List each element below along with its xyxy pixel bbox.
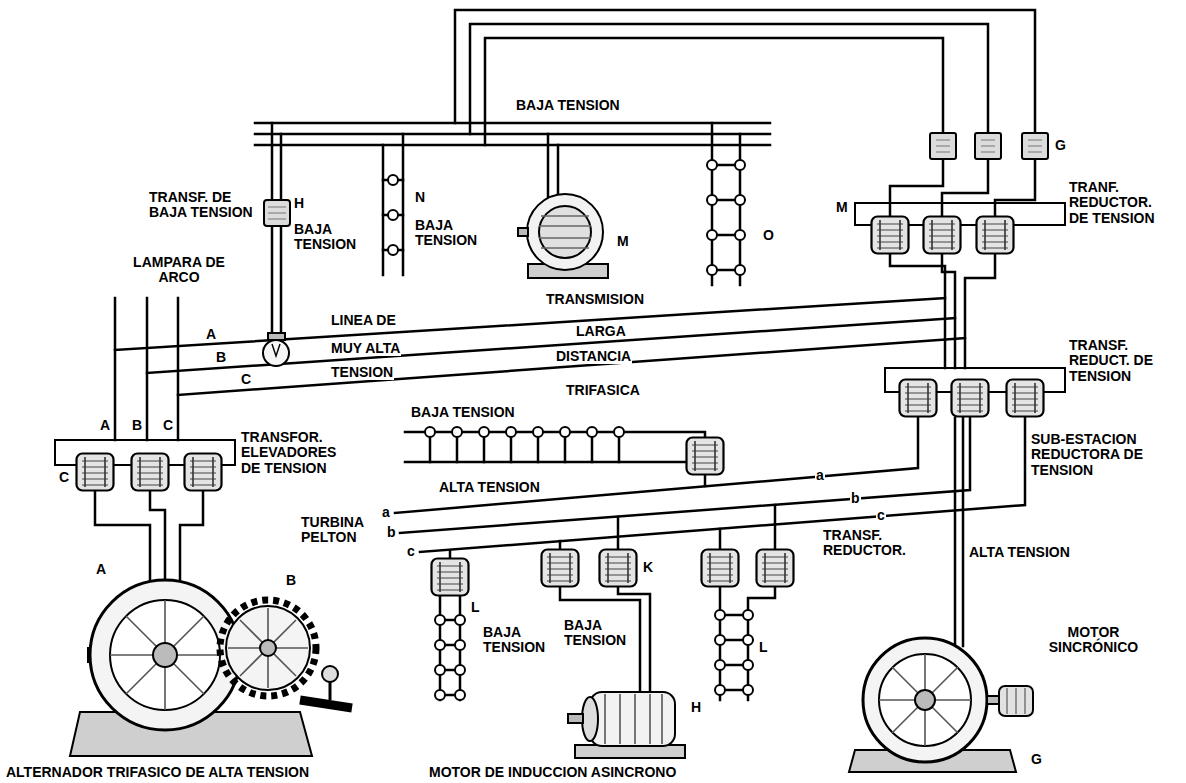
transformer-label: TRANSF. DE BAJA TENSION: [148, 190, 262, 221]
line-label: TRANSMISION: [545, 292, 645, 307]
motor-drawing: [518, 194, 608, 278]
callout-letter: M: [835, 200, 849, 215]
callout-letter: M: [616, 234, 630, 249]
callout-letter: H: [293, 196, 305, 211]
voltage-label: BAJA TENSION: [414, 218, 486, 249]
turbine-label: TURBINA PELTON: [300, 515, 382, 546]
phase-letter: a: [815, 468, 825, 483]
line-label: TENSION: [330, 365, 394, 380]
voltage-label: BAJA TENSION: [482, 625, 554, 656]
phase-letter: b: [850, 491, 861, 506]
phase-letter: B: [215, 350, 227, 365]
voltage-label: BAJA TENSION: [293, 222, 365, 253]
line-label: LINEA DE: [330, 313, 397, 328]
phase-letter: C: [162, 418, 174, 433]
line-label: TRIFASICA: [565, 383, 641, 398]
fuse-boxes: [930, 133, 1048, 159]
phase-letter: c: [876, 508, 886, 523]
transformer-label: TRANF. REDUCTOR. DE TENSION: [1068, 180, 1165, 226]
callout-letter: G: [1030, 752, 1043, 767]
callout-letter: A: [95, 562, 107, 577]
caption-label: MOTOR DE INDUCCION ASINCRONO: [428, 765, 677, 780]
voltage-label: ALTA TENSION: [438, 480, 541, 495]
induction-motor-drawing: [568, 692, 685, 758]
lamps: [388, 160, 753, 700]
motor-label: MOTOR SINCRÓNICO: [1040, 625, 1147, 656]
callout-letter: G: [1054, 138, 1067, 153]
voltage-label: BAJA TENSION: [563, 618, 635, 649]
callout-letter: O: [762, 228, 775, 243]
phase-letter: a: [381, 505, 391, 520]
alternator-turbine-drawing: [70, 580, 352, 756]
callout-letter: C: [58, 470, 70, 485]
voltage-label: ALTA TENSION: [968, 545, 1071, 560]
phase-letter: B: [131, 418, 143, 433]
transformer-label: TRANSFOR. ELEVADORES DE TENSION: [240, 430, 342, 476]
transformer-label: TRANSF. REDUCT. DE TENSION: [1068, 338, 1160, 384]
callout-letter: K: [642, 560, 654, 575]
lamp-label: LAMPARA DE ARCO: [128, 255, 230, 286]
voltage-label: BAJA TENSION: [410, 405, 516, 420]
callout-letter: L: [470, 600, 481, 615]
phase-letter: b: [386, 525, 397, 540]
synchronous-motor-drawing: [849, 638, 1033, 772]
line-label: MUY ALTA: [330, 341, 401, 356]
caption-label: ALTERNADOR TRIFASICO DE ALTA TENSION: [5, 765, 310, 780]
phase-letter: C: [240, 372, 252, 387]
transformer-label: TRANSF. REDUCTOR.: [822, 528, 914, 559]
wires: [95, 10, 1035, 700]
bus-label: BAJA TENSION: [515, 98, 621, 113]
arc-lamp: [263, 200, 290, 366]
phase-letter: c: [406, 544, 416, 559]
phase-letter: A: [99, 418, 111, 433]
line-label: LARGA: [575, 324, 627, 339]
callout-letter: B: [285, 573, 297, 588]
line-label: DISTANCIA: [555, 349, 632, 364]
callout-letter: H: [690, 700, 702, 715]
phase-letter: A: [205, 327, 217, 342]
substation-label: SUB-ESTACION REDUCTORA DE TENSION: [1030, 432, 1150, 478]
callout-letter: L: [758, 640, 769, 655]
callout-letter: N: [414, 190, 426, 205]
